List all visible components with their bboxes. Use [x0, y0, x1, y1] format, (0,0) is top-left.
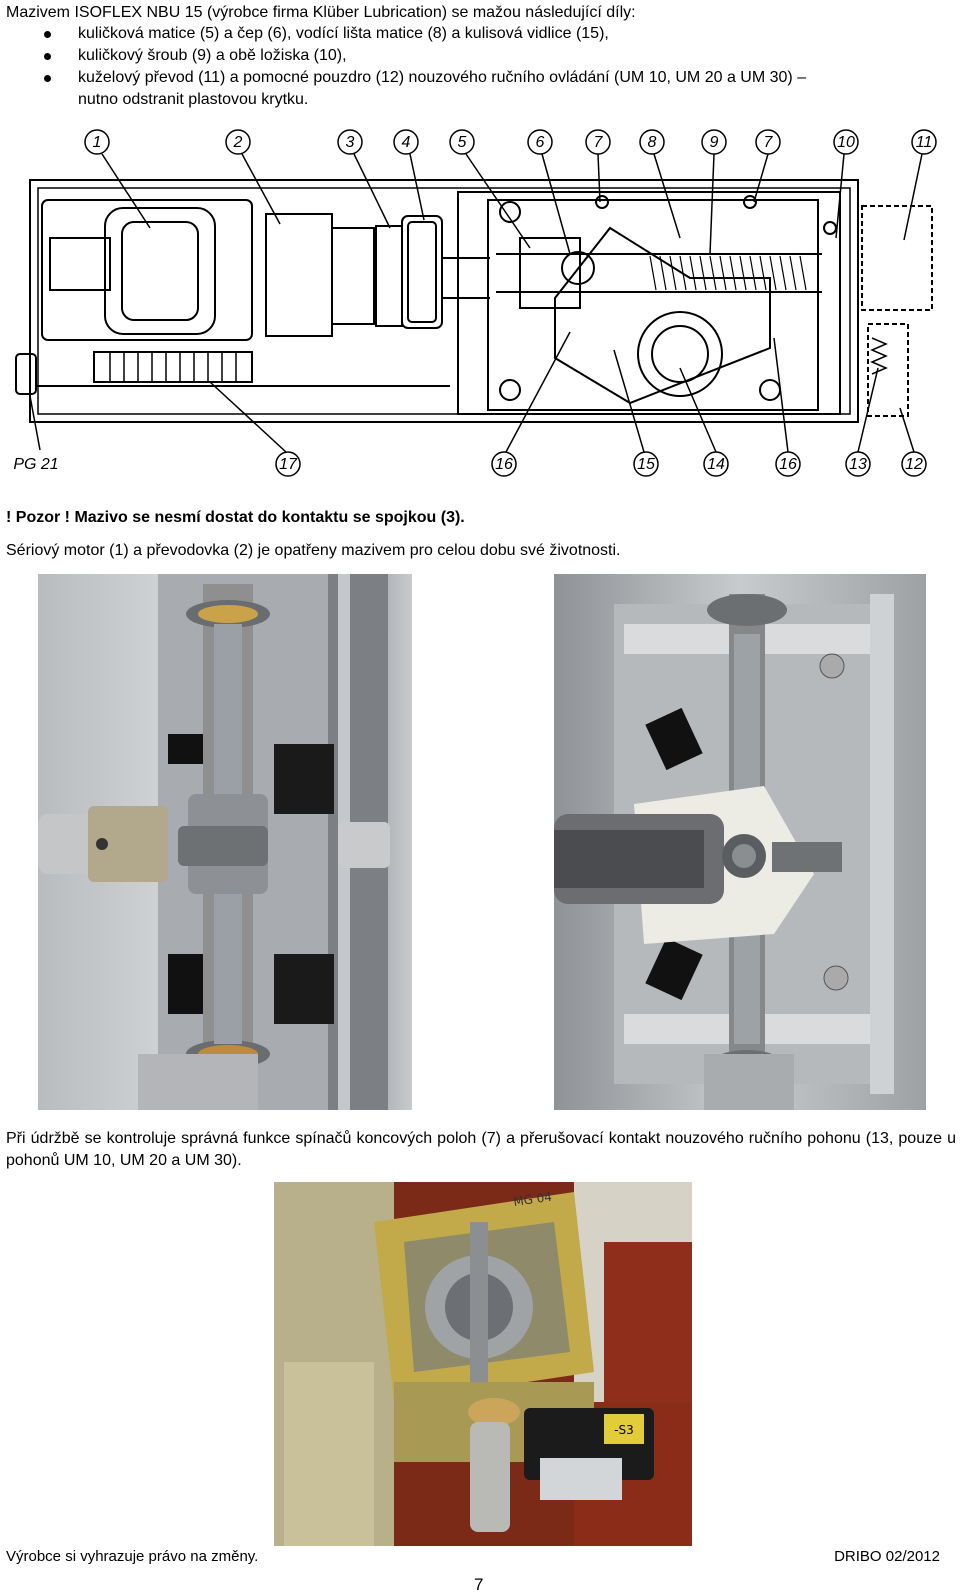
- lubricated-parts-list: kuličková matice (5) a čep (6), vodící l…: [40, 23, 806, 111]
- label-11: 11: [916, 134, 933, 151]
- label-7b: 7: [764, 134, 774, 151]
- list-item: kuličková matice (5) a čep (6), vodící l…: [40, 23, 806, 45]
- list-item-text: kuličkový šroub (9) a obě ložiska (10),: [78, 47, 347, 64]
- label-1: 1: [93, 134, 102, 151]
- label-15: 15: [637, 456, 655, 473]
- footer-disclaimer: Výrobce si vyhrazuje právo na změny.: [6, 1548, 259, 1565]
- housing-label: MG 04: [512, 1190, 552, 1209]
- label-6: 6: [536, 134, 545, 151]
- list-item-text: kuličková matice (5) a čep (6), vodící l…: [78, 25, 609, 42]
- label-16: 16: [495, 456, 513, 473]
- label-16b: 16: [779, 456, 797, 473]
- footer-document-code: DRIBO 02/2012: [834, 1548, 940, 1565]
- label-17: 17: [279, 456, 298, 473]
- motor-note: Sériový motor (1) a převodovka (2) je op…: [6, 542, 621, 559]
- warning-text: ! Pozor ! Mazivo se nesmí dostat do kont…: [6, 509, 465, 526]
- label-8: 8: [648, 134, 657, 151]
- drive-cross-section-diagram: 1 2 3 4 5 6 7 8 9 7 10 11 PG 21 17 16 15…: [13, 129, 937, 477]
- label-5: 5: [458, 134, 467, 151]
- label-3: 3: [346, 134, 355, 151]
- photo-bevel-gear: -S3 MG 04: [274, 1182, 692, 1546]
- label-14: 14: [707, 456, 725, 473]
- list-item-text: kuželový převod (11) a pomocné pouzdro (…: [78, 69, 807, 86]
- maintenance-note: Při údržbě se kontroluje správná funkce …: [6, 1130, 956, 1169]
- label-13: 13: [849, 456, 867, 473]
- bullet-icon: [44, 53, 51, 60]
- page-number: 7: [474, 1575, 484, 1594]
- label-4: 4: [402, 134, 411, 151]
- label-7: 7: [594, 134, 604, 151]
- label-2: 2: [233, 134, 243, 151]
- bullet-icon: [44, 31, 51, 38]
- label-12: 12: [905, 456, 923, 473]
- label-pg21: PG 21: [13, 456, 58, 473]
- switch-label: -S3: [614, 1423, 634, 1437]
- photo-ball-screw-left: [38, 574, 412, 1110]
- label-9: 9: [710, 134, 719, 151]
- bullet-icon: [44, 75, 51, 82]
- intro-text: Mazivem ISOFLEX NBU 15 (výrobce firma Kl…: [6, 4, 636, 21]
- list-item: kuličkový šroub (9) a obě ložiska (10),: [40, 45, 806, 67]
- list-item-continuation: nutno odstranit plastovou krytku.: [78, 91, 309, 108]
- label-10: 10: [837, 134, 855, 151]
- photo-ball-screw-right: [554, 574, 926, 1110]
- list-item: kuželový převod (11) a pomocné pouzdro (…: [40, 67, 806, 111]
